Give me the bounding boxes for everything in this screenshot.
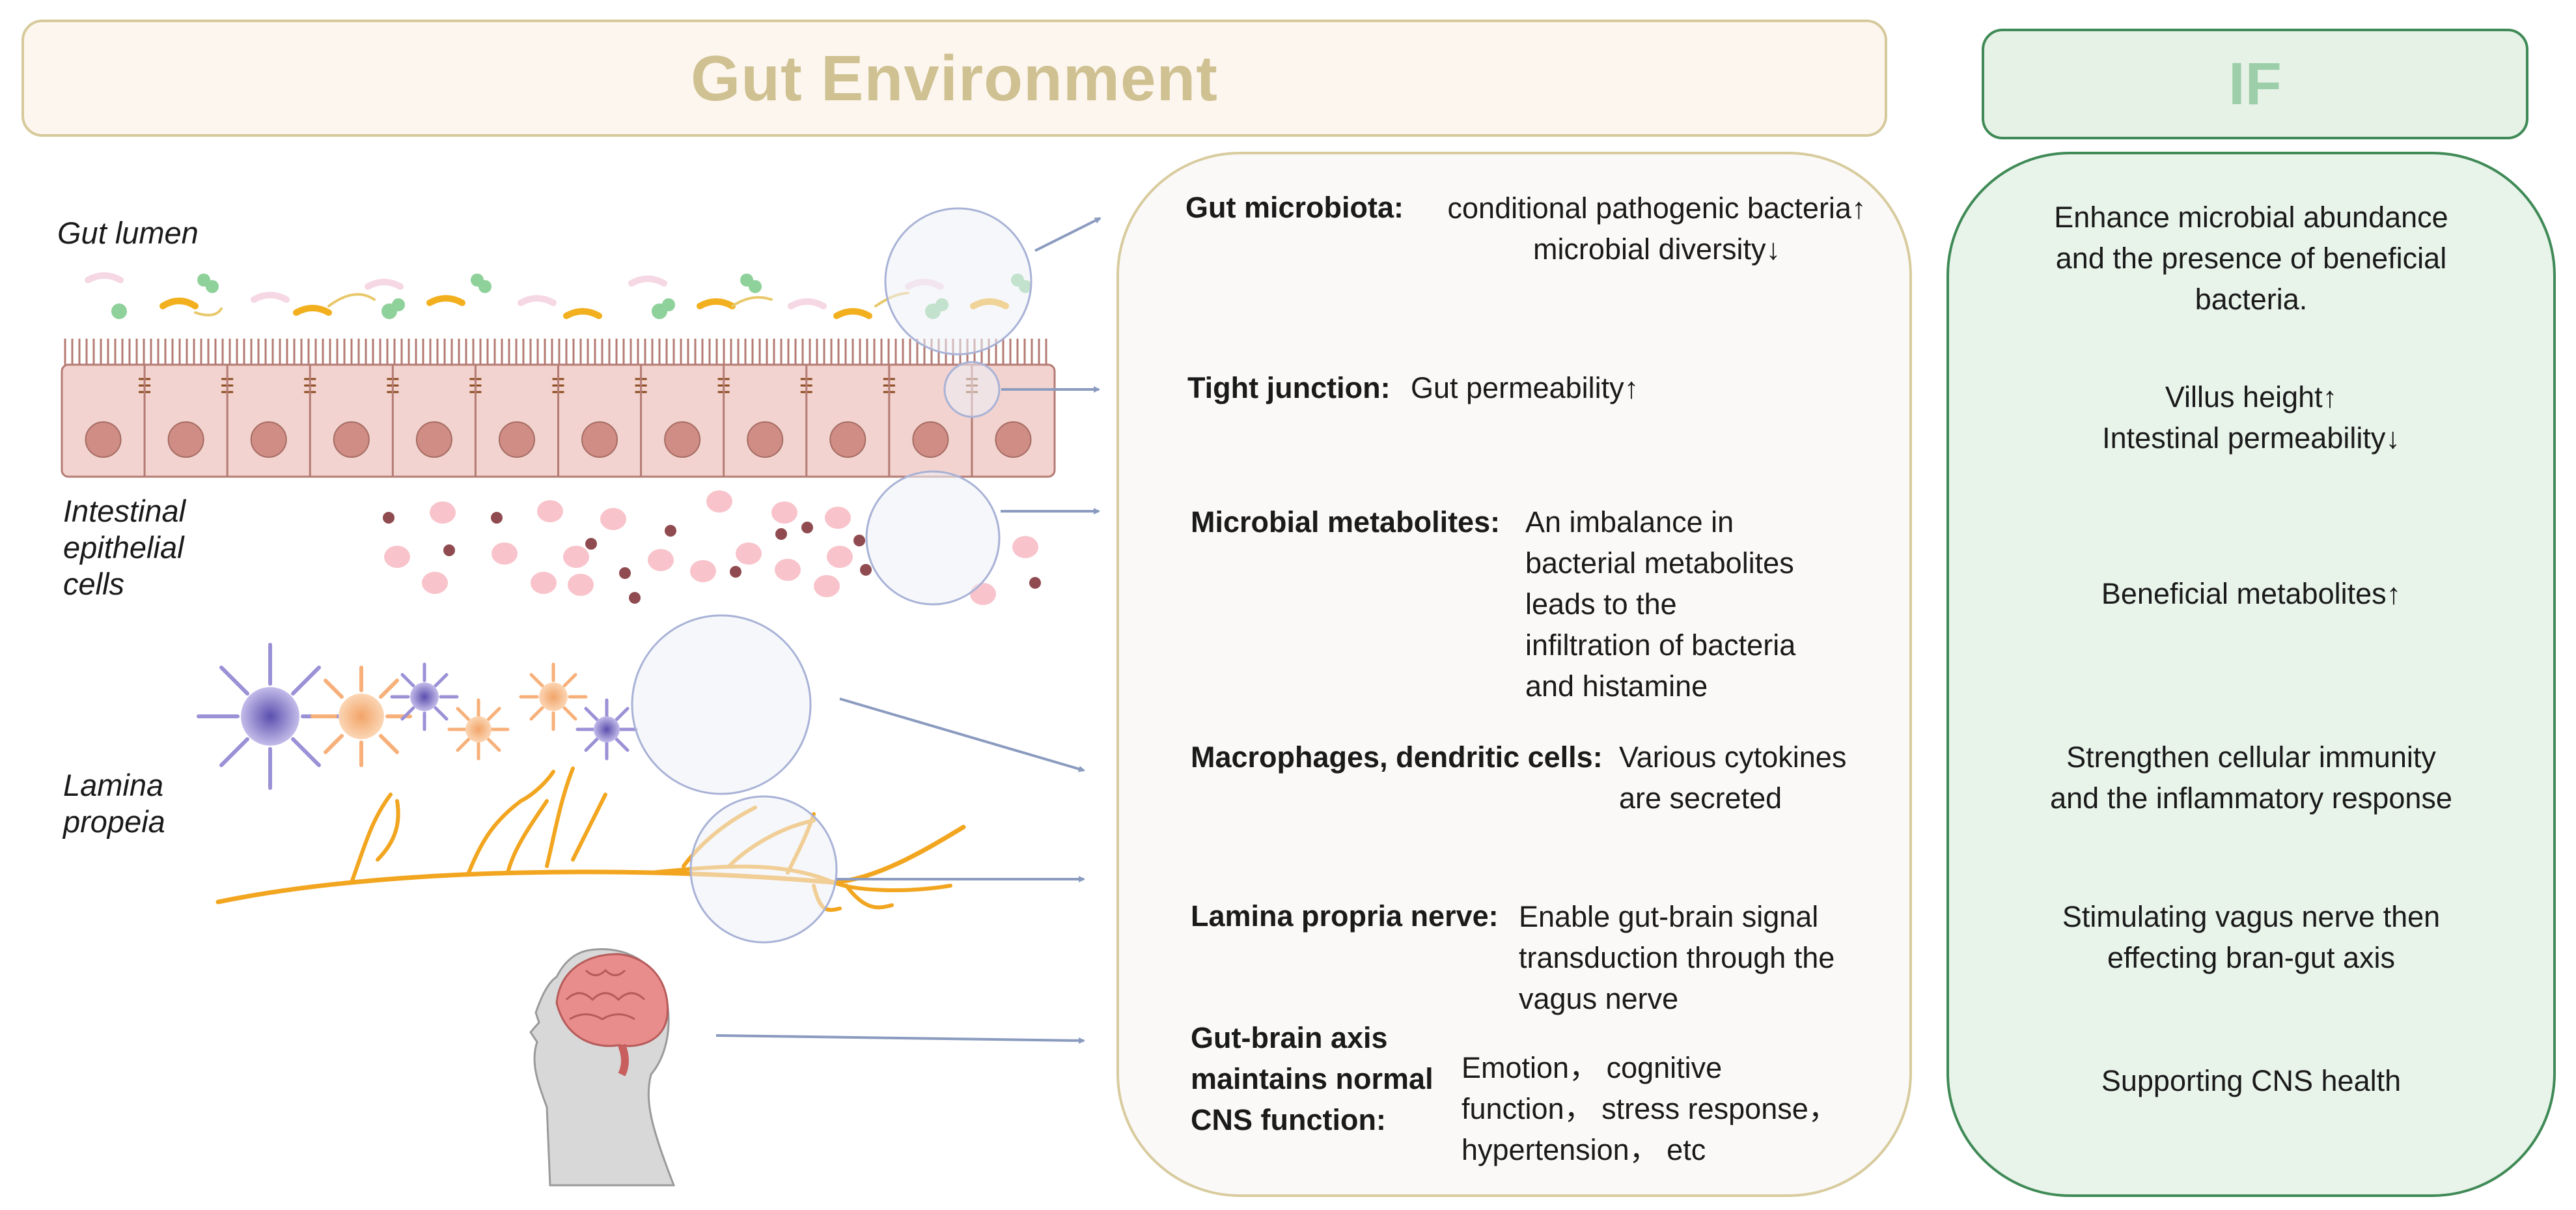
gut-environment-title: Gut Environment — [691, 42, 1218, 114]
zoom-circles — [631, 207, 1032, 944]
head-brain-illustration — [529, 948, 676, 1187]
if-item-villus: Villus height↑ Intestinal permeability↓ — [2102, 380, 2400, 455]
gut-brain-axis-text: Emotion， cognitive function， stress resp… — [1461, 1051, 1838, 1166]
cell-nucleus — [995, 421, 1032, 458]
if-item-vagus: Stimulating vagus nerve then effecting b… — [2062, 900, 2441, 974]
microbial-metabolites — [383, 490, 1041, 605]
lamina-propria-nerve-text: Enable gut-brain signal transduction thr… — [1519, 900, 1835, 1015]
cell-nucleus — [333, 421, 370, 458]
gut-microbiota-text: conditional pathogenic bacteria↑ microbi… — [1447, 191, 1866, 266]
microbial-metabolites-text: An imbalance in bacterial metabolites le… — [1525, 505, 1796, 703]
epithelial-layer — [61, 339, 1056, 478]
cell-nucleus — [250, 421, 287, 458]
if-title: IF — [2228, 50, 2282, 117]
cell-nucleus — [498, 421, 535, 458]
gut-brain-axis-label: Gut-brain axis maintains normal CNS func… — [1191, 1021, 1433, 1136]
cell-nucleus — [912, 421, 949, 458]
gut-environment-panel — [1116, 152, 1912, 1197]
if-item-metabolites: Beneficial metabolites↑ — [2101, 577, 2402, 610]
cell-nucleus — [829, 421, 866, 458]
tight-junction-text: Gut permeability↑ — [1411, 371, 1639, 404]
if-item-cns: Supporting CNS health — [2101, 1064, 2402, 1097]
microbial-metabolites-label: Microbial metabolites: — [1191, 505, 1501, 539]
if-item-microbial: Enhance microbial abundance and the pres… — [2054, 201, 2448, 316]
cell-nucleus — [581, 421, 618, 458]
macrophages-label: Macrophages, dendritic cells: — [1191, 740, 1603, 774]
lamina-propria-nerve-label: Lamina propria nerve: — [1191, 899, 1499, 933]
if-panel — [1946, 152, 2556, 1197]
lamina-propeia-label: Lamina propeia — [63, 768, 165, 839]
if-header: IF — [1982, 29, 2528, 139]
cell-nucleus — [415, 421, 452, 458]
gut-environment-header: Gut Environment — [21, 20, 1887, 137]
macrophages-text: Various cytokines are secreted — [1619, 740, 1847, 815]
cell-nucleus — [747, 421, 784, 458]
epithelial-cells-label: Intestinal epithelial cells — [63, 494, 186, 601]
immune-cells — [197, 643, 638, 790]
cell-nucleus — [167, 421, 204, 458]
lamina-propria-nerve — [215, 767, 966, 912]
gut-lumen-label: Gut lumen — [57, 216, 199, 250]
connector-arrows — [715, 217, 1101, 1044]
tight-junction-label: Tight junction: — [1187, 371, 1391, 404]
if-item-immunity: Strengthen cellular immunity and the inf… — [2050, 740, 2452, 815]
cell-nucleus — [85, 421, 122, 458]
cell-nucleus — [664, 421, 701, 458]
gut-microbiota-label: Gut microbiota: — [1185, 191, 1404, 224]
